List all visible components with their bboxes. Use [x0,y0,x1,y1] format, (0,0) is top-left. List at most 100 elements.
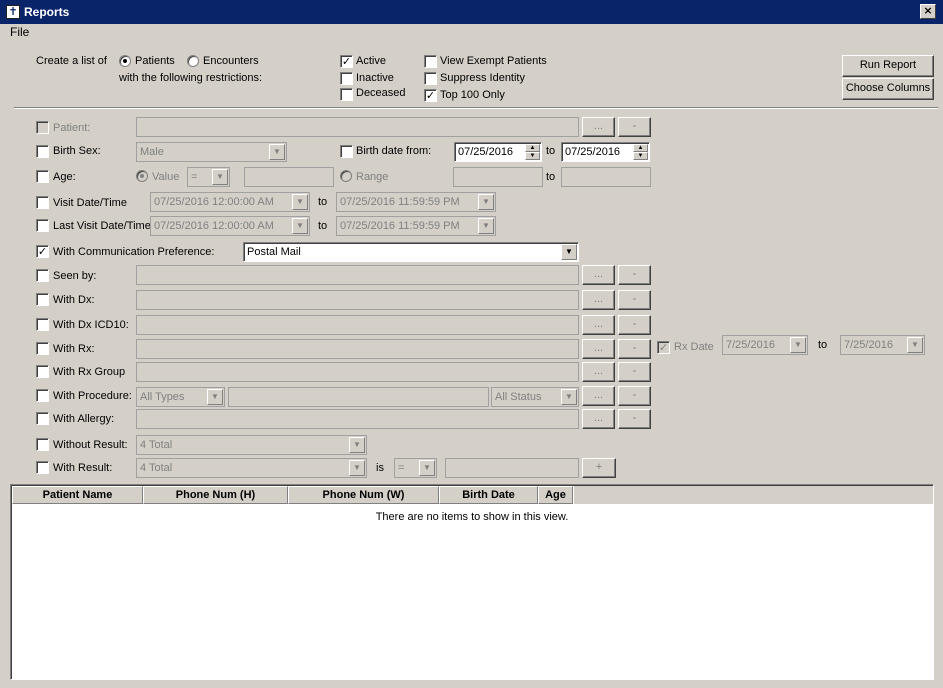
with-rx-browse-button[interactable]: ... [582,339,615,359]
last-visit-to-dropdown: 07/25/2016 11:59:59 PM ▼ [336,216,496,236]
chevron-down-icon: ▼ [561,389,577,405]
with-rx-field [136,339,579,359]
age-range-radio [340,170,352,182]
spin-icon[interactable]: ▲▼ [525,144,540,160]
encounters-radio[interactable] [187,55,199,67]
with-rx-clear-button[interactable]: - [618,339,651,359]
birth-date-to-field[interactable]: 07/25/2016 ▲▼ [561,142,650,162]
column-header-phone-w[interactable]: Phone Num (W) [288,486,439,504]
rx-date-to-value: 7/25/2016 [844,339,893,351]
without-result-value: 4 Total [140,439,173,451]
result-is-label: is [376,462,384,474]
patient-checkbox [36,121,49,134]
chevron-down-icon: ▼ [790,337,806,353]
with-allergy-checkbox[interactable] [36,412,49,425]
top-100-checkbox[interactable]: ✓ [424,89,437,102]
create-list-label: Create a list of [36,55,107,67]
age-value-radio [136,170,148,182]
with-dx-browse-button[interactable]: ... [582,290,615,310]
birth-sex-value: Male [140,146,164,158]
column-header-birth-date[interactable]: Birth Date [439,486,538,504]
deceased-checkbox[interactable] [340,88,353,101]
view-exempt-label: View Exempt Patients [440,55,547,67]
age-value-field [244,167,334,187]
active-label: Active [356,55,386,67]
with-allergy-browse-button[interactable]: ... [582,409,615,429]
seen-by-clear-button[interactable]: - [618,265,651,285]
chevron-down-icon: ▼ [478,194,494,210]
last-visit-from-value: 07/25/2016 12:00:00 AM [154,220,274,232]
hospital-cross-icon: ✝ [6,5,20,19]
chevron-down-icon: ▼ [349,460,365,476]
close-button[interactable]: × [920,4,936,19]
age-to-label: to [546,171,556,183]
birth-sex-checkbox[interactable] [36,145,49,158]
active-checkbox[interactable]: ✓ [340,55,353,68]
birth-sex-dropdown[interactable]: Male ▼ [136,142,287,162]
visit-to-dropdown: 07/25/2016 11:59:59 PM ▼ [336,192,496,212]
spin-icon[interactable]: ▲▼ [633,144,648,160]
empty-list-message: There are no items to show in this view. [375,511,569,523]
visit-datetime-checkbox[interactable] [36,196,49,209]
with-result-checkbox[interactable] [36,461,49,474]
chevron-down-icon: ▼ [292,218,308,234]
with-dx-icd10-label: With Dx ICD10: [53,319,129,331]
with-dx-icd10-clear-button[interactable]: - [618,315,651,335]
view-exempt-checkbox[interactable] [424,55,437,68]
age-operator-value: = [191,171,198,183]
procedure-clear-button[interactable]: - [618,386,651,406]
suppress-identity-label: Suppress Identity [440,72,525,84]
rx-date-from-dropdown: 7/25/2016 ▼ [722,335,808,355]
chevron-down-icon: ▼ [212,169,228,185]
column-header-age[interactable]: Age [538,486,573,504]
chevron-down-icon: ▼ [478,218,494,234]
with-dx-icd10-browse-button[interactable]: ... [582,315,615,335]
last-visit-to-label: to [318,220,328,232]
with-procedure-checkbox[interactable] [36,389,49,402]
run-report-button[interactable]: Run Report [842,55,934,77]
menu-file[interactable]: File [10,25,30,39]
birth-to-label: to [546,145,556,157]
with-dx-checkbox[interactable] [36,293,49,306]
list-header: Patient Name Phone Num (H) Phone Num (W)… [12,486,573,504]
with-rx-group-browse-button[interactable]: ... [582,362,615,382]
seen-by-label: Seen by: [53,270,97,282]
result-operator-dropdown: = ▼ [394,458,437,478]
patient-browse-button[interactable]: ... [582,117,615,137]
patients-radio[interactable] [119,55,131,67]
comm-pref-dropdown[interactable]: Postal Mail ▼ [243,242,579,262]
seen-by-field [136,265,579,285]
with-dx-clear-button[interactable]: - [618,290,651,310]
with-procedure-label: With Procedure: [53,390,132,402]
age-range-to-field [561,167,651,187]
suppress-identity-checkbox[interactable] [424,72,437,85]
with-dx-icd10-checkbox[interactable] [36,318,49,331]
with-rx-group-clear-button[interactable]: - [618,362,651,382]
with-rx-label: With Rx: [53,343,95,355]
results-list[interactable]: Patient Name Phone Num (H) Phone Num (W)… [10,484,934,680]
top-100-label: Top 100 Only [440,89,505,101]
birth-date-from-field[interactable]: 07/25/2016 ▲▼ [454,142,542,162]
result-add-button[interactable]: + [582,458,616,478]
age-checkbox[interactable] [36,170,49,183]
last-visit-checkbox[interactable] [36,219,49,232]
choose-columns-button[interactable]: Choose Columns [842,78,934,100]
comm-pref-checkbox[interactable]: ✓ [36,245,49,258]
visit-from-value: 07/25/2016 12:00:00 AM [154,196,274,208]
column-header-phone-h[interactable]: Phone Num (H) [143,486,288,504]
rx-date-to-dropdown: 7/25/2016 ▼ [840,335,925,355]
birth-date-checkbox[interactable] [340,145,353,158]
with-allergy-clear-button[interactable]: - [618,409,651,429]
with-rx-group-checkbox[interactable] [36,365,49,378]
with-rx-checkbox[interactable] [36,342,49,355]
procedure-browse-button[interactable]: ... [582,386,615,406]
without-result-checkbox[interactable] [36,438,49,451]
seen-by-checkbox[interactable] [36,269,49,282]
chevron-down-icon: ▼ [207,389,223,405]
header-separator [14,107,938,109]
inactive-checkbox[interactable] [340,72,353,85]
column-header-patient-name[interactable]: Patient Name [12,486,143,504]
seen-by-browse-button[interactable]: ... [582,265,615,285]
procedure-type-dropdown: All Types ▼ [136,387,225,407]
patient-clear-button[interactable]: - [618,117,651,137]
